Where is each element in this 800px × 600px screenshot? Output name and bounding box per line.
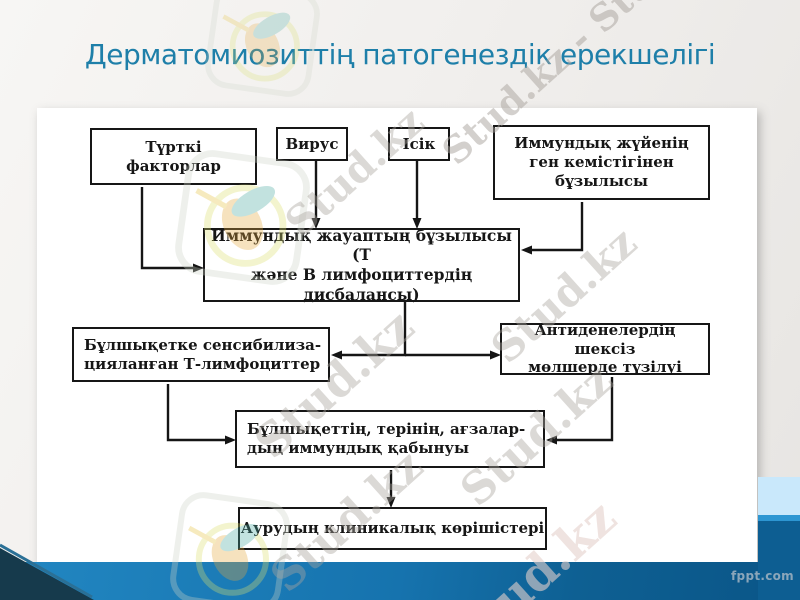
node-immune-inflammation: Бұлшықеттің, терінің, ағзалар- дың иммун… <box>235 410 545 468</box>
node-label: Антиденелердің шексіз мөлшерде түзілуі <box>528 320 682 377</box>
node-virus: Вирус <box>276 127 348 161</box>
right-accent-strip <box>758 477 800 515</box>
node-label: Ісік <box>402 134 436 153</box>
footer-band <box>0 562 800 600</box>
slide-title: Дерматомиозиттің патогенездік ерекшелігі <box>84 38 716 71</box>
fppt-brand: fppt.com <box>731 569 794 583</box>
right-accent-line <box>758 515 800 521</box>
node-antibody-overproduction: Антиденелердің шексіз мөлшерде түзілуі <box>500 320 710 377</box>
node-label: Иммундық жүйенің ген кемістігінен бұзылы… <box>514 134 689 190</box>
node-label: Бұлшықетке сенсибилиза- цияланған Т-лимф… <box>84 335 322 373</box>
right-accent-dark <box>758 521 800 600</box>
node-immune-gene-defect: Иммундық жүйенің ген кемістігінен бұзылы… <box>493 125 710 200</box>
node-label: Вирус <box>285 134 339 153</box>
node-label: Бұлшықеттің, терінің, ағзалар- дың иммун… <box>247 420 526 457</box>
node-tumor: Ісік <box>388 127 450 161</box>
node-sensitized-t-lymphocytes: Бұлшықетке сенсибилиза- цияланған Т-лимф… <box>72 327 330 382</box>
corner-fold-icon <box>0 543 94 600</box>
